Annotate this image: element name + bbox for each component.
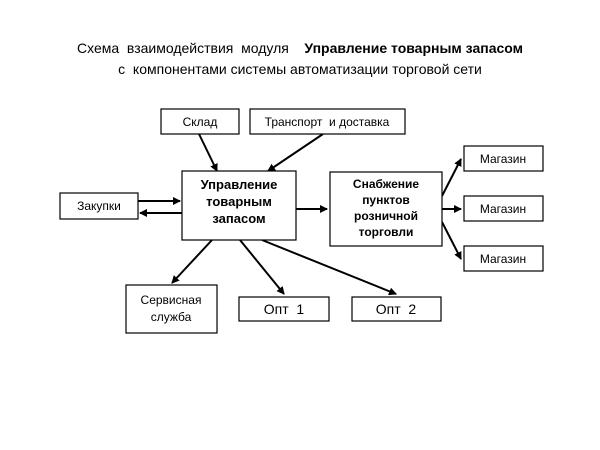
node-opt-1-box bbox=[238, 296, 330, 322]
node-magazin-3-box bbox=[463, 245, 544, 272]
edge-transport-to-center bbox=[267, 133, 324, 172]
node-magazin-2-label: Магазин bbox=[480, 202, 526, 216]
node-zakupki: Закупки bbox=[59, 192, 139, 220]
node-service-label-2: служба bbox=[151, 310, 192, 324]
node-sklad-label: Склад bbox=[183, 115, 218, 129]
node-opt-2-box bbox=[351, 296, 442, 322]
node-opt-2: Опт 2 bbox=[351, 296, 442, 322]
edge-center-to-service bbox=[171, 239, 213, 284]
edge-center-to-opt1 bbox=[239, 239, 285, 295]
node-zakupki-label: Закупки bbox=[77, 199, 121, 213]
node-transport: Транспорт и доставка bbox=[249, 108, 406, 135]
edge-sklad-to-center bbox=[198, 133, 218, 172]
node-opt-2-label: Опт 2 bbox=[376, 301, 417, 317]
node-sklad-box bbox=[160, 108, 240, 135]
diagram-title-line-2: с компонентами системы автоматизации тор… bbox=[118, 61, 482, 77]
node-snab-label-2: пунктов bbox=[362, 193, 410, 207]
node-magazin-1-label: Магазин bbox=[480, 152, 526, 166]
node-service: Сервисная служба bbox=[125, 284, 218, 334]
node-snab-label-1: Снабжение bbox=[353, 177, 419, 191]
edges bbox=[138, 133, 462, 296]
node-center-box bbox=[181, 170, 297, 241]
diagram-title-prefix: Схема взаимодействия модуля bbox=[76, 40, 305, 56]
node-zakupki-box bbox=[59, 192, 139, 220]
node-snab-box bbox=[329, 171, 443, 247]
diagram-title-line-1: Схема взаимодействия модуля Управление т… bbox=[0, 39, 600, 57]
node-magazin-2-box bbox=[463, 195, 544, 222]
node-magazin-2: Магазин bbox=[463, 195, 544, 222]
node-center-label-3: запасом bbox=[212, 211, 265, 226]
node-center-label-2: товарным bbox=[206, 194, 272, 209]
node-magazin-3: Магазин bbox=[463, 245, 544, 272]
node-opt-1: Опт 1 bbox=[238, 296, 330, 322]
diagram-title-module: Управление товарным запасом bbox=[304, 40, 523, 56]
node-sklad: Склад bbox=[160, 108, 240, 135]
edge-center-to-opt2 bbox=[261, 239, 397, 296]
node-magazin-3-label: Магазин bbox=[480, 252, 526, 266]
node-transport-box bbox=[249, 108, 406, 135]
node-center: Управление товарным запасом bbox=[181, 170, 297, 241]
node-magazin-1: Магазин bbox=[463, 145, 544, 172]
node-center-label-1: Управление bbox=[201, 177, 278, 192]
node-snab: Снабжение пунктов розничной торговли bbox=[329, 171, 443, 247]
node-opt-1-label: Опт 1 bbox=[264, 301, 305, 317]
node-snab-label-4: торговли bbox=[359, 225, 414, 239]
node-service-label-1: Сервисная bbox=[141, 293, 202, 307]
edge-snab-to-magazin1 bbox=[441, 158, 462, 197]
node-snab-label-3: розничной bbox=[354, 209, 418, 223]
node-service-box bbox=[125, 284, 218, 334]
node-transport-label: Транспорт и доставка bbox=[265, 115, 390, 129]
node-magazin-1-box bbox=[463, 145, 544, 172]
edge-snab-to-magazin3 bbox=[441, 221, 462, 260]
